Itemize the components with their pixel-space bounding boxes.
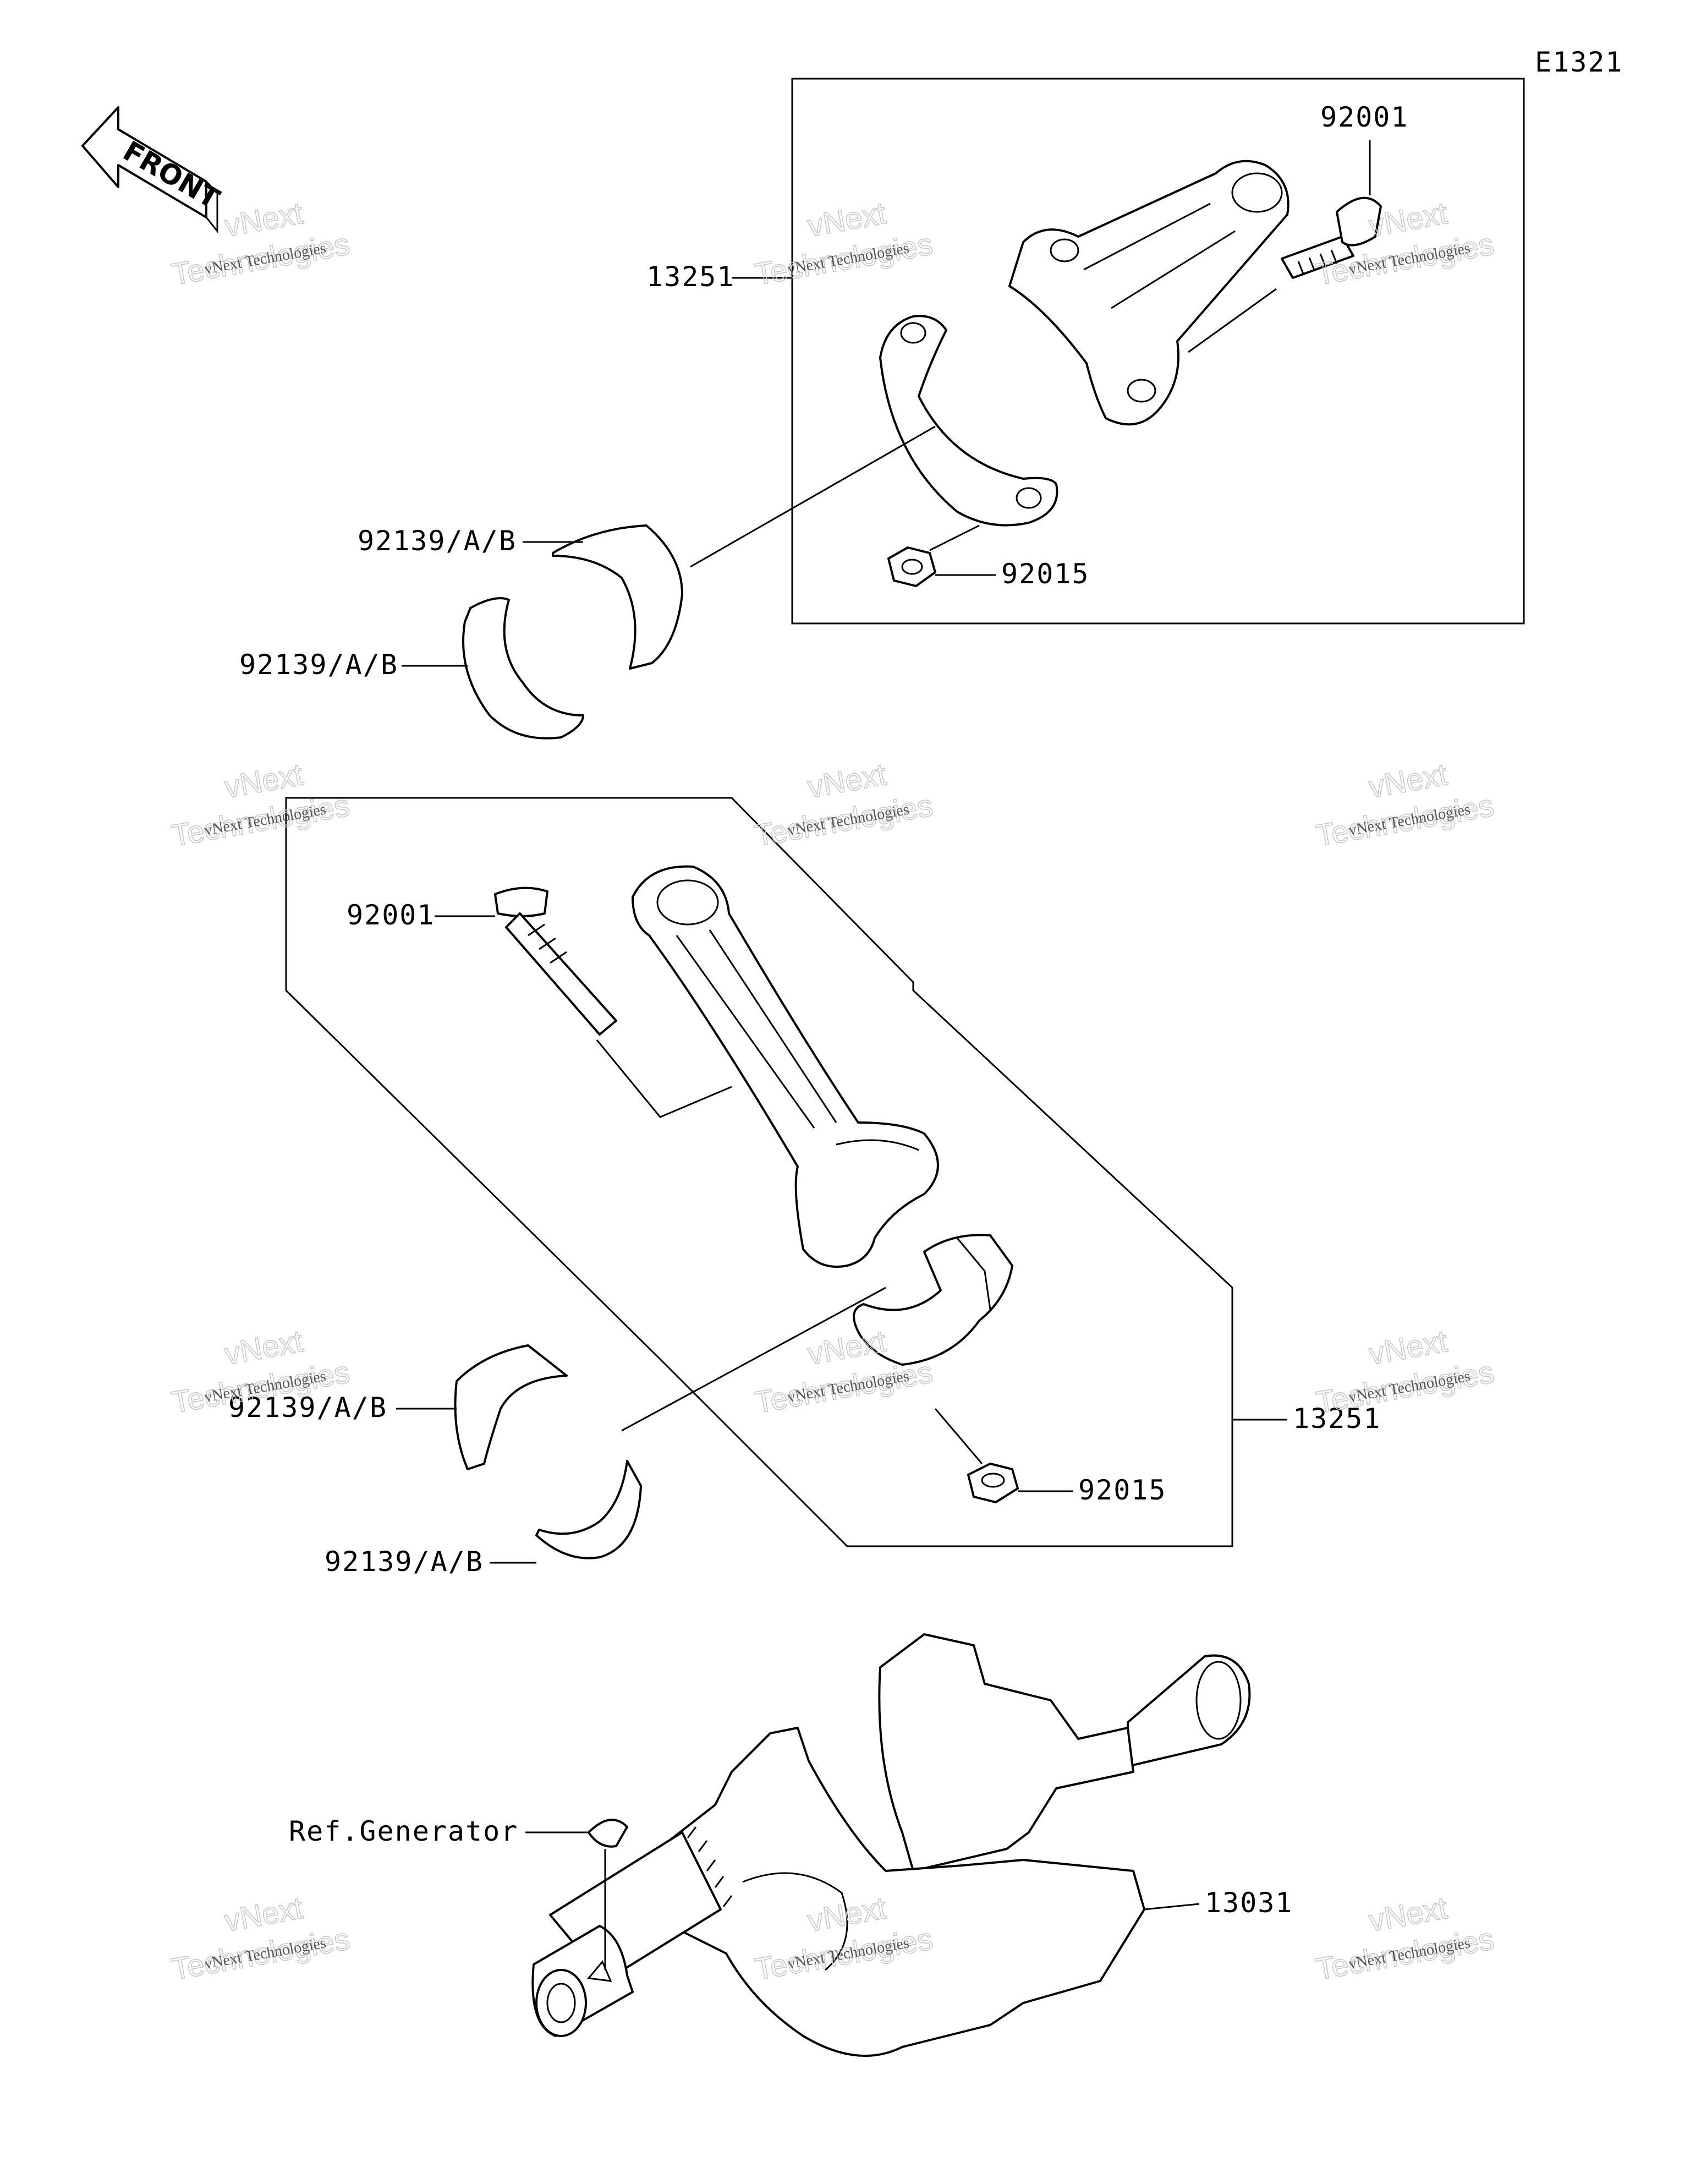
callout-mid-bolt: 92001: [347, 899, 435, 931]
middle-nut: [967, 1463, 1019, 1503]
callout-mid-nut: 92015: [1078, 1474, 1167, 1506]
callout-top-bearing-upper: 92139/A/B: [358, 525, 517, 557]
top-bearing-lower: [462, 597, 584, 740]
top-bearing-upper: [552, 524, 683, 670]
watermark-10: vNext Technologies vNext Technologies: [168, 1890, 352, 1987]
callout-top-bolt: 92001: [1320, 101, 1409, 133]
top-assembly-box: [791, 78, 1525, 625]
callout-key-ref: Ref.Generator: [289, 1815, 518, 1847]
watermark-12: vNext Technologies vNext Technologies: [1313, 1890, 1496, 1987]
middle-rod-cap: [853, 1234, 1013, 1366]
watermark-4: vNext Technologies vNext Technologies: [168, 756, 352, 853]
middle-connecting-rod: [632, 865, 939, 1268]
callout-crankshaft: 13031: [1205, 1887, 1293, 1919]
top-connecting-rod: [1008, 160, 1290, 426]
callout-mid-bearing-lower: 92139/A/B: [325, 1546, 484, 1578]
top-rod-cap: [879, 315, 1058, 527]
top-nut: [887, 546, 936, 587]
woodruff-key: [588, 1819, 628, 1848]
crankshaft: [531, 1633, 1251, 2057]
top-bolt: [1281, 196, 1382, 279]
callout-top-nut: 92015: [1001, 558, 1090, 590]
middle-bearing-lower: [535, 1460, 642, 1559]
watermark-5: vNext Technologies vNext Technologies: [751, 756, 935, 853]
watermark-9: vNext Technologies vNext Technologies: [1313, 1323, 1496, 1420]
middle-assembly-box: [285, 797, 1233, 1547]
middle-bearing-upper: [454, 1344, 568, 1470]
callout-top-conrod-assy: 13251: [646, 261, 735, 293]
watermark-6: vNext Technologies vNext Technologies: [1313, 756, 1496, 853]
diagram-code: E1321: [1535, 46, 1623, 78]
callout-mid-conrod-assy: 13251: [1293, 1403, 1381, 1435]
callout-top-bearing-lower: 92139/A/B: [239, 649, 398, 681]
middle-bolt: [494, 886, 617, 1036]
watermark-2: vNext Technologies vNext Technologies: [751, 195, 935, 292]
callout-mid-bearing-upper: 92139/A/B: [228, 1392, 387, 1424]
front-arrow-icon: FRONT: [81, 106, 225, 234]
